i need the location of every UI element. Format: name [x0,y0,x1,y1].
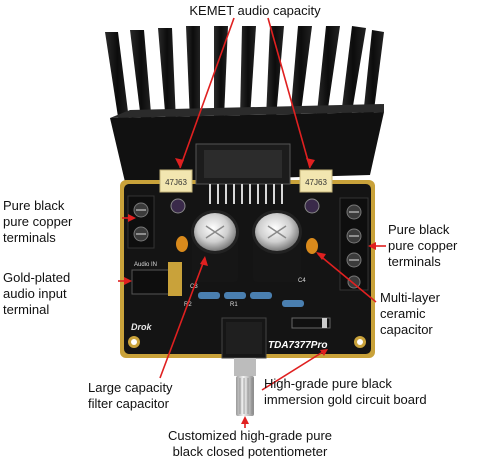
callout-arrows [118,17,386,428]
right-screw-terminals [339,197,369,291]
amplifier-chip [195,143,291,204]
arrow-kemet-left [179,17,235,169]
kemet-capacitor-right: 47J63 [299,169,333,193]
brand-logo: Drok [131,322,152,332]
ceramic-capacitor [306,238,318,254]
chip-model-silkscreen: TDA7377Pro [268,340,327,351]
arrow-kemet-right [267,17,311,169]
label-kemet-capacity: KEMET audio capacity [189,3,321,18]
audio-input-header: Audio IN [131,262,182,296]
label-filter-capacitor: Large capacity filter capacitor [88,380,173,411]
label-right-terminals: Pure black pure copper terminals [388,222,458,269]
arrow-ceramic [317,253,377,303]
kemet-capacitor-left: 47J63 [159,169,193,193]
label-ceramic-capacitor: Multi-layer ceramic capacitor [380,290,440,337]
label-gold-input: Gold-plated audio input terminal [3,270,71,317]
audio-in-silkscreen: Audio IN [134,262,157,268]
arrow-heads [124,158,376,424]
label-left-terminals: Pure black pure copper terminals [3,198,73,245]
left-screw-terminals [127,195,155,249]
cap-left-marking: 47J63 [165,178,187,187]
potentiometer [221,317,267,416]
cap-right-marking: 47J63 [305,178,327,187]
arrow-board [261,349,327,391]
filter-capacitor-right [252,210,302,282]
label-potentiometer: Customized high-grade pure black closed … [167,428,333,459]
c4-silkscreen: C4 [298,278,306,284]
filter-capacitor-left [191,210,239,282]
arrow-filter [159,257,206,379]
r1-silkscreen: R1 [230,302,238,308]
label-circuit-board: High-grade pure black immersion gold cir… [264,376,427,407]
